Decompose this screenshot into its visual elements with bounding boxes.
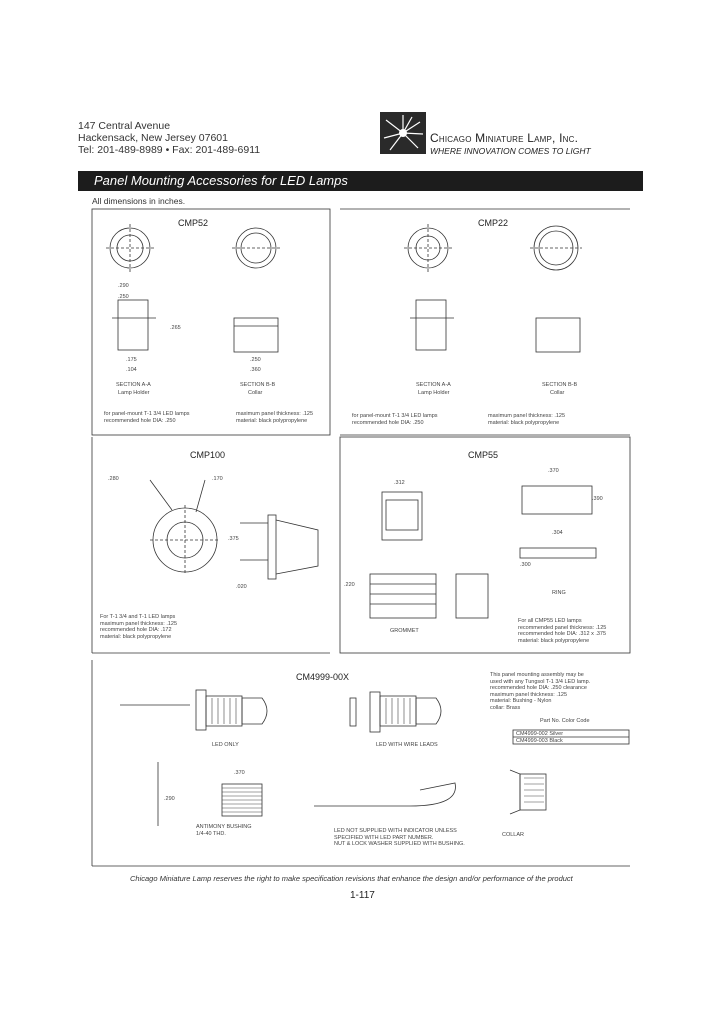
cm4999-note-bottom: LED NOT SUPPLIED WITH INDICATOR UNLESS S… <box>334 828 465 847</box>
cm4999-collar-label: COLLAR <box>502 832 525 838</box>
cmp22-section-a-sub: Lamp Holder <box>418 390 450 396</box>
cmp52-section-b-label: SECTION B-B <box>240 382 276 388</box>
cmp55-ring-label: RING <box>552 590 566 596</box>
cmp52-section-a <box>117 299 149 351</box>
cmp52-section-a-label: SECTION A-A <box>116 382 151 388</box>
dim-label: .370 <box>548 468 559 474</box>
cmp55-title: CMP55 <box>468 450 499 460</box>
cmp22-section-b-label: SECTION B-B <box>542 382 578 388</box>
dim-label: .312 <box>394 480 405 486</box>
cmp100-side-view <box>267 514 277 580</box>
cm4999-note-right: This panel mounting assembly may be used… <box>490 672 591 711</box>
dim-label: .280 <box>108 476 119 482</box>
cm4999-title: CM4999-00X <box>296 672 350 682</box>
cmp52-title: CMP52 <box>178 218 209 228</box>
cmp22-section-b-sub: Collar <box>550 390 565 396</box>
dim-label: .170 <box>212 476 223 482</box>
cmp22-lampholder-top-view <box>407 227 449 269</box>
cmp22-note-right: maximum panel thickness: .125 material: … <box>488 413 566 426</box>
cmp55-grommet-label: GROMMET <box>390 628 419 634</box>
cmp52-note-left: for panel-mount T-1 3/4 LED lamps recomm… <box>104 411 190 424</box>
cm4999-led-only-label: LED ONLY <box>212 742 239 748</box>
cmp55-ring-side <box>519 547 597 559</box>
dim-label: .360 <box>250 367 261 373</box>
address-block: 147 Central Avenue Hackensack, New Jerse… <box>78 120 260 156</box>
cmp22-note-left: for panel-mount T-1 3/4 LED lamps recomm… <box>352 413 438 426</box>
cmp52-section-b <box>233 317 279 353</box>
section-banner <box>78 171 643 191</box>
dim-label: .300 <box>520 562 531 568</box>
address-city: Hackensack, New Jersey 07601 <box>78 132 228 144</box>
cmp22-section-a <box>415 299 447 351</box>
cmp100-title: CMP100 <box>190 450 226 460</box>
cm4999-table-header: Part No. Color Code <box>540 718 590 724</box>
company-name: Chicago Miniature Lamp, Inc. <box>430 131 579 145</box>
company-tagline: WHERE INNOVATION COMES TO LIGHT <box>430 146 591 156</box>
cmp55-ring-top <box>521 485 593 515</box>
cmp52-collar-top-view <box>235 227 277 269</box>
cmp55-grommet-side <box>455 573 489 619</box>
dim-label: .265 <box>170 325 181 331</box>
cm4999-table-row: CM4999-003 Black <box>516 738 563 744</box>
dim-label: .250 <box>250 357 261 363</box>
dimensions-note: All dimensions in inches. <box>92 196 186 206</box>
cmp55-note: For all CMP55 LED lamps recommended pane… <box>518 618 607 644</box>
cm4999-collar <box>519 773 547 811</box>
dim-label: .220 <box>344 582 355 588</box>
cmp22-section-a-label: SECTION A-A <box>416 382 451 388</box>
dim-label: .020 <box>236 584 247 590</box>
dim-label: .390 <box>592 496 603 502</box>
cmp55-side-view <box>381 491 423 541</box>
cmp100-note: For T-1 3/4 and T-1 LED lamps maximum pa… <box>100 614 178 640</box>
cmp52-section-b-sub: Collar <box>248 390 263 396</box>
cmp52-lampholder-top-view <box>109 227 151 269</box>
dim-label: .304 <box>552 530 563 536</box>
cm4999-table-row: CM4999-002 Silver <box>516 731 564 737</box>
cm4999-wire-leads <box>314 782 456 807</box>
dim-label: .375 <box>228 536 239 542</box>
cm4999-led-wire-label: LED WITH WIRE LEADS <box>376 742 438 748</box>
section-title: Panel Mounting Accessories for LED Lamps <box>94 173 348 188</box>
cm4999-bushing-label: ANTIMONY BUSHING 1/4-40 THD. <box>196 824 252 837</box>
panel-frame-cmp55 <box>339 436 631 654</box>
cmp55-grommet <box>369 573 437 619</box>
panel-frame-cmp52 <box>91 208 331 436</box>
page-number: 1-117 <box>350 890 375 901</box>
dim-label: .175 <box>126 357 137 363</box>
dim-label: .370 <box>234 770 245 776</box>
dim-label: .250 <box>118 294 129 300</box>
cmp52-note-right: maximum panel thickness: .125 material: … <box>236 411 314 424</box>
starburst-logo-icon <box>380 112 426 154</box>
dim-label: .290 <box>118 283 129 289</box>
address-street: 147 Central Avenue <box>78 120 171 132</box>
cmp52-section-a-sub: Lamp Holder <box>118 390 150 396</box>
cmp22-section-b <box>535 317 581 353</box>
footer-disclaimer: Chicago Miniature Lamp reserves the righ… <box>130 874 573 883</box>
dim-label: .290 <box>164 796 175 802</box>
cmp22-title: CMP22 <box>478 218 509 228</box>
dim-label: .104 <box>126 367 137 373</box>
address-phone: Tel: 201-489-8989 • Fax: 201-489-6911 <box>78 144 261 156</box>
